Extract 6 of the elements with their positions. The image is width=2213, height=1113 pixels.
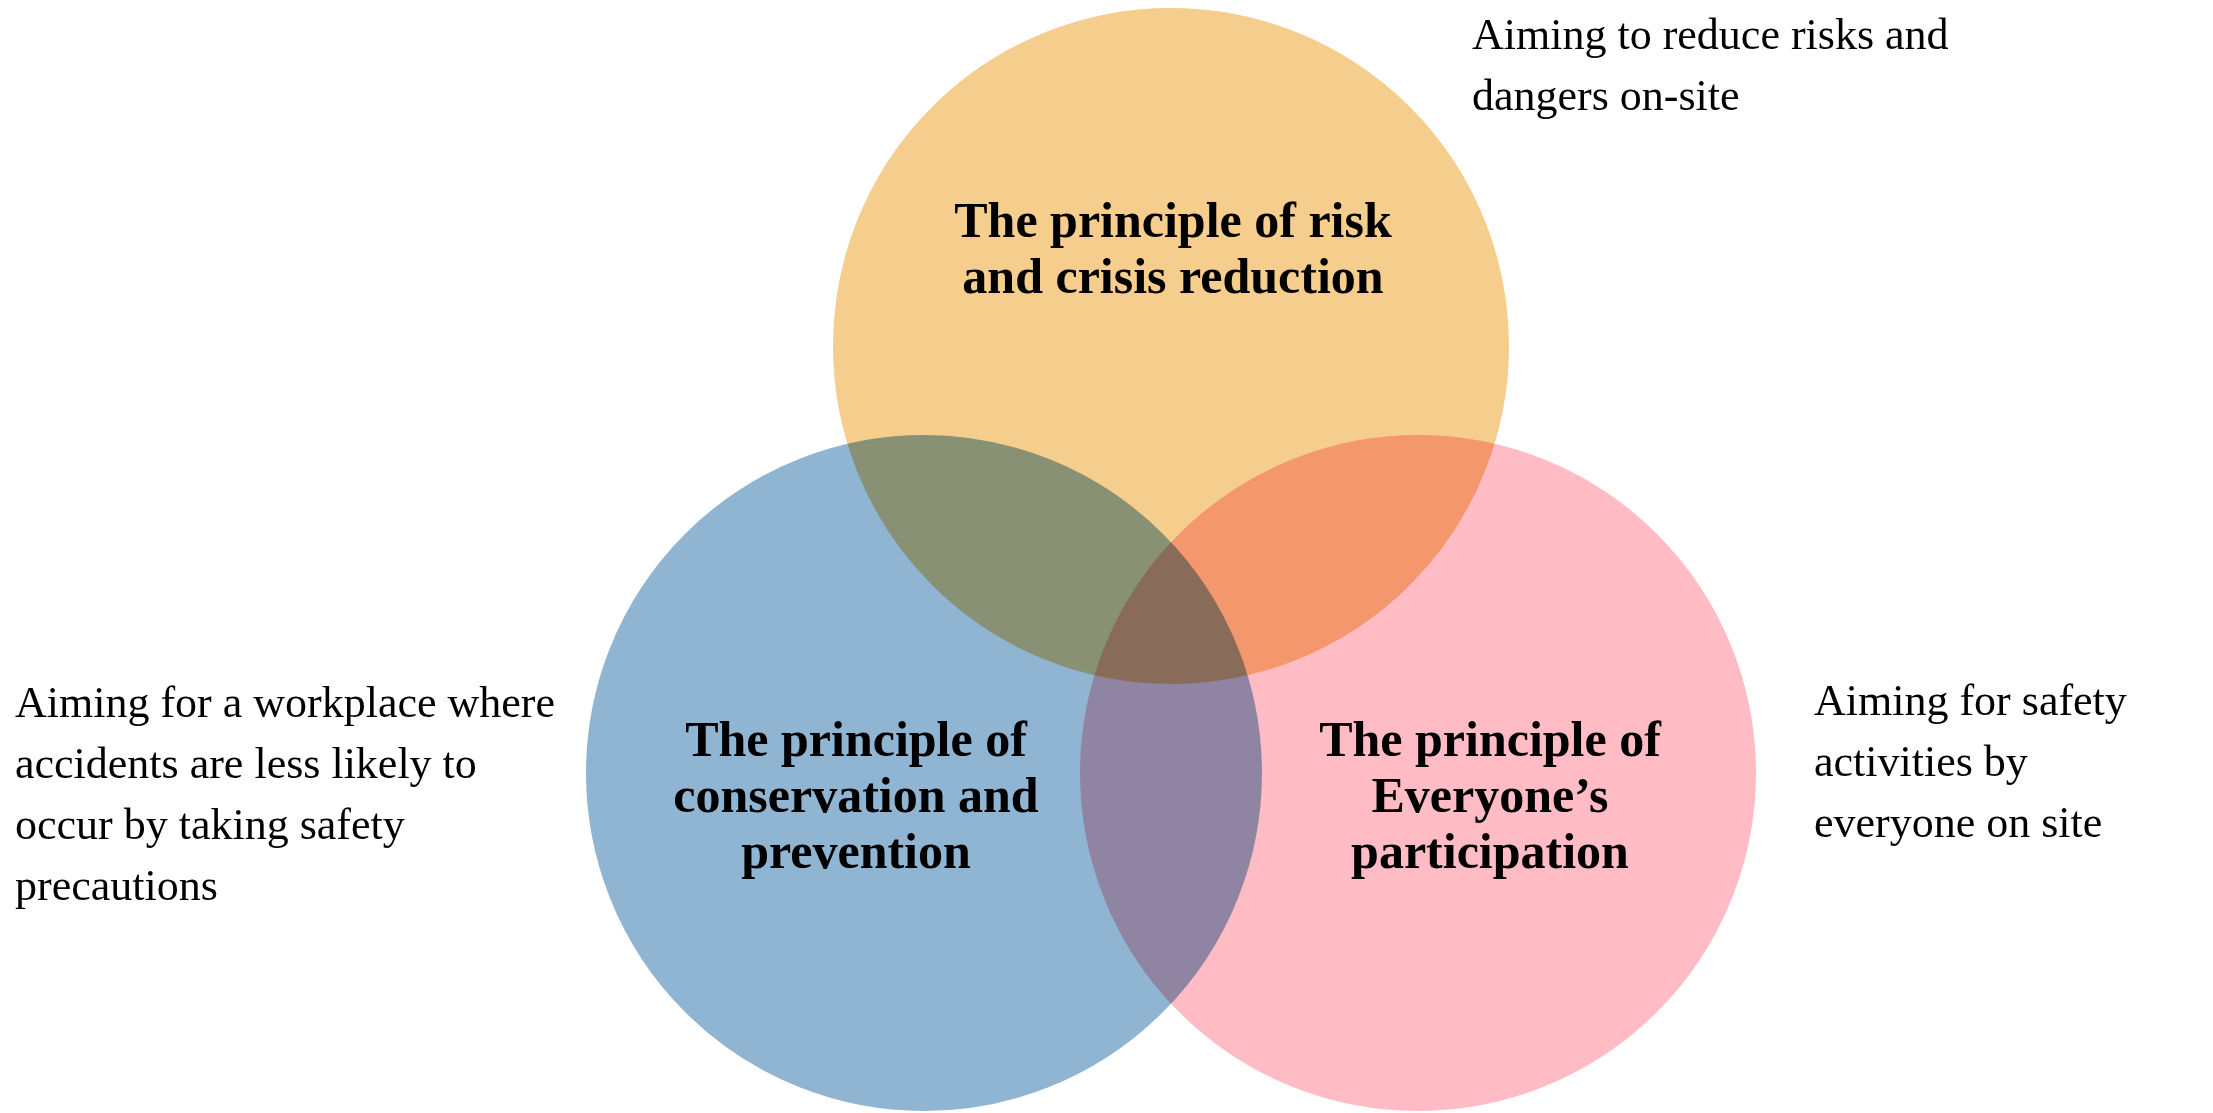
description-text: Aiming for safety activities by everyone on site — [1814, 675, 2128, 849]
circle-title: The principle of Everyone’s participation — [1318, 711, 1663, 879]
description-text: Aiming to reduce risks and dangers on-site — [1472, 9, 1950, 122]
circle-title: The principle of risk and crisis reduction — [953, 192, 1393, 304]
circle-title: The principle of conservation and prevention — [672, 711, 1040, 879]
description-text: Aiming for a workplace where accidents are less likely to occur by taking safety precautions — [15, 677, 556, 912]
